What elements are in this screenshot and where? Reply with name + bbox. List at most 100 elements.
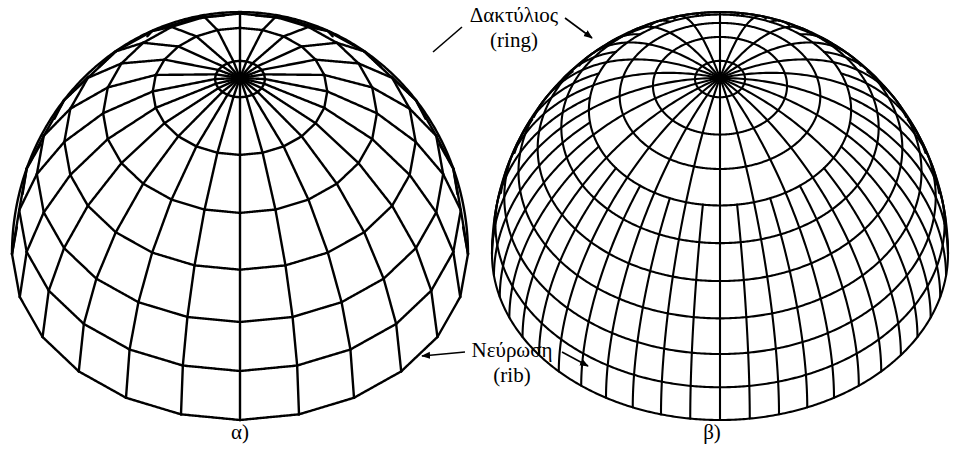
dome-line [217,30,233,61]
dome-line [431,252,453,291]
dome-line [239,213,241,270]
dome-line [70,175,88,206]
dome-line [239,155,241,213]
dome-line [196,146,217,152]
leader-line [433,27,462,52]
figure-letter: β) [687,420,737,445]
dome-line [372,139,409,175]
dome-line [196,30,217,36]
dome-line [337,184,364,233]
dome-line [509,147,599,318]
dome-line [453,210,461,252]
dome-line [284,27,309,36]
dome-line [130,302,139,349]
dome-line [720,78,940,297]
dome-line [437,297,460,337]
dome-line [324,91,327,107]
dome-line [327,91,377,113]
dome-line [377,113,416,142]
dome-line [720,59,906,117]
dome-line [178,136,196,146]
dome-line [253,95,284,147]
dome-line [64,113,103,142]
dome-line [720,73,939,193]
dome-line [328,253,342,303]
dome-line [559,78,720,371]
dome-line [20,252,27,297]
dome-line [239,14,241,28]
dome-line [138,253,152,303]
dome-line [12,12,468,254]
dome-line [293,317,298,366]
dome-line [416,212,436,248]
dome-line [156,60,165,75]
dome-line [116,184,143,233]
dome-line [720,78,917,337]
dome-line [153,91,156,107]
dome-line [156,73,216,76]
dome-line [108,139,122,163]
dome-line [342,302,351,349]
dome-line [436,174,443,212]
dome-line [396,291,431,324]
dome-line [841,147,931,318]
dome-line [316,123,359,163]
leader-arrow [565,18,592,38]
dome-line [284,136,302,146]
dome-line [534,59,720,117]
dome-line [96,232,115,278]
dome-line [265,79,327,91]
leader-lines [422,18,592,366]
dome-line [492,78,720,254]
dome-line [539,168,616,355]
dome-line [152,253,194,266]
dome-line [116,232,152,252]
dome-line [354,371,401,397]
dome-line [79,371,126,397]
dome-line [285,253,327,266]
dome-line [178,36,196,46]
dome-line [501,73,720,193]
dome-line [43,337,79,371]
dome-line [164,123,178,136]
dome-line [126,349,130,397]
dome-line [581,186,640,386]
dome-line [359,163,393,206]
dome-line [606,78,720,398]
dome-line [108,75,156,88]
dome-line [172,27,197,36]
dome-line [275,200,308,210]
dome-line [27,252,49,291]
dome-line [217,28,240,30]
dome-line [240,28,263,30]
dome-line [661,78,720,414]
dome-line [156,108,165,123]
dome-line [401,337,437,371]
figure-letter: α) [215,420,265,445]
dome-line [239,322,241,371]
dome-line [181,414,240,420]
dome-line [217,97,233,153]
dome-line [181,366,183,415]
dome-line [392,175,410,206]
dome-line [205,17,218,30]
dome-line [152,200,171,253]
dome-line [239,28,241,61]
dome-line [824,168,901,355]
dome-line [195,210,205,266]
dome-line [674,16,720,78]
dome-line [183,366,240,371]
dome-line [240,317,293,322]
dome-line [70,139,107,175]
dome-line [143,136,178,183]
dome-line [284,146,309,199]
dome-line [316,60,359,64]
dome-line [770,198,807,407]
dome-line [299,398,354,415]
dome-line [262,60,316,70]
dome-line [239,371,241,420]
dome-line [719,78,721,420]
dome-line [633,198,670,407]
